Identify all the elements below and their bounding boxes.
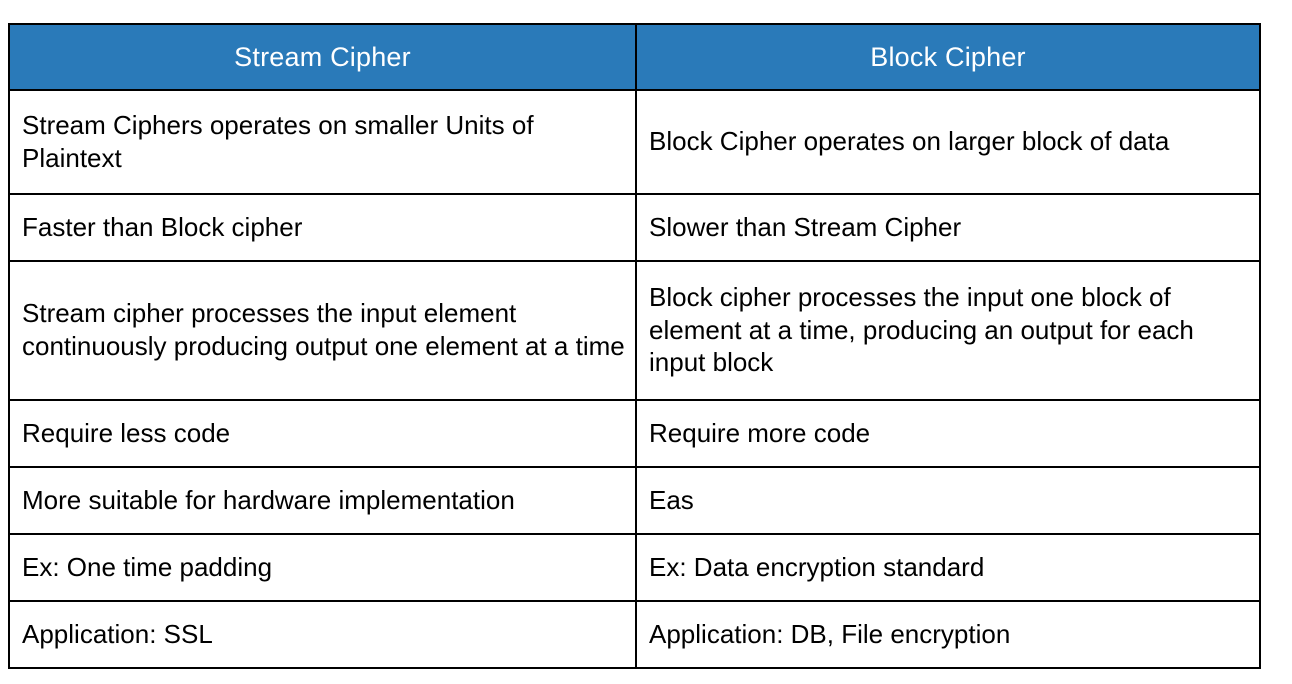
cell-text: Block cipher processes the input one blo… <box>649 281 1194 378</box>
cell-text: Require less code <box>22 417 231 448</box>
table-row: Require less code Require more code <box>8 399 1261 468</box>
cell-text: More suitable for hardware implementatio… <box>22 484 515 515</box>
table-cell-block: Slower than Stream Cipher <box>635 193 1261 262</box>
table-cell-stream: Application: SSL <box>8 600 637 669</box>
column-header-stream-cipher: Stream Cipher <box>8 23 637 91</box>
column-header-block-cipher: Block Cipher <box>635 23 1261 91</box>
table-cell-block: Eas <box>635 466 1261 535</box>
table-row: Stream Ciphers operates on smaller Units… <box>8 89 1261 195</box>
cell-text: Faster than Block cipher <box>22 211 303 242</box>
table-cell-block: Application: DB, File encryption <box>635 600 1261 669</box>
table-cell-block: Block cipher processes the input one blo… <box>635 260 1261 401</box>
cell-text: Stream cipher processes the input elemen… <box>22 298 625 361</box>
cell-text: Stream Ciphers operates on smaller Units… <box>22 109 534 173</box>
cell-text: Require more code <box>649 417 871 448</box>
table-row: Faster than Block cipher Slower than Str… <box>8 193 1261 262</box>
table-row: Ex: One time padding Ex: Data encryption… <box>8 533 1261 602</box>
table-cell-stream: Stream Ciphers operates on smaller Units… <box>8 89 637 195</box>
table-header: Stream Cipher Block Cipher <box>8 23 1261 91</box>
table-cell-block: Ex: Data encryption standard <box>635 533 1261 602</box>
table-cell-stream: Require less code <box>8 399 637 468</box>
table-row: More suitable for hardware implementatio… <box>8 466 1261 535</box>
table-cell-stream: Stream cipher processes the input elemen… <box>8 260 637 401</box>
cipher-comparison-table: Stream Cipher Block Cipher Stream Cipher… <box>8 23 1261 669</box>
header-row: Stream Cipher Block Cipher <box>8 23 1261 91</box>
cell-text: Application: SSL <box>22 618 213 649</box>
table-cell-stream: Ex: One time padding <box>8 533 637 602</box>
table-row: Stream cipher processes the input elemen… <box>8 260 1261 401</box>
table-body: Stream Ciphers operates on smaller Units… <box>8 89 1261 669</box>
cell-text: Block Cipher operates on larger block of… <box>649 126 1170 157</box>
cell-text: Eas <box>649 484 694 515</box>
cell-text: Slower than Stream Cipher <box>649 211 962 242</box>
cell-text: Ex: One time padding <box>22 551 273 582</box>
table-cell-stream: Faster than Block cipher <box>8 193 637 262</box>
cell-text: Application: DB, File encryption <box>649 618 1011 649</box>
table-cell-stream: More suitable for hardware implementatio… <box>8 466 637 535</box>
cell-text: Ex: Data encryption standard <box>649 551 985 582</box>
table-cell-block: Block Cipher operates on larger block of… <box>635 89 1261 195</box>
table-cell-block: Require more code <box>635 399 1261 468</box>
table-row: Application: SSL Application: DB, File e… <box>8 600 1261 669</box>
